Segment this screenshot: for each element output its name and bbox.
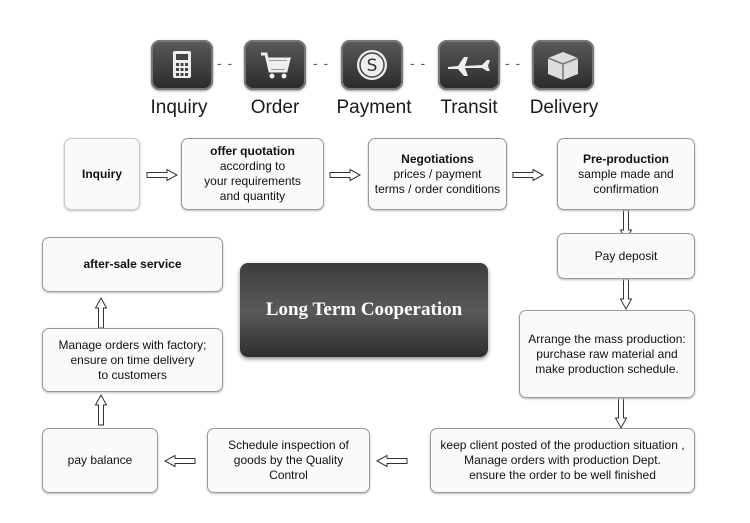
box-inspection-line1: Schedule inspection of <box>228 438 349 452</box>
box-preproduction-line1: sample made and <box>578 166 674 181</box>
arrow-down <box>615 397 627 429</box>
box-negotiations-line1: prices / payment <box>393 166 482 181</box>
box-negotiations-line2: terms / order conditions <box>374 181 501 196</box>
box-preproduction: Pre-production sample made and confirmat… <box>557 138 695 210</box>
box-mass-production: Arrange the mass production: purchase ra… <box>519 310 695 398</box>
step-label-payment: Payment <box>336 97 412 118</box>
separator: - - <box>217 55 234 71</box>
arrow-right <box>146 169 178 181</box>
box-manage-orders: Manage orders with factory; ensure on ti… <box>42 328 223 392</box>
dollar-coin-icon: S <box>341 40 403 90</box>
box-preproduction-line2: confirmation <box>593 181 659 196</box>
box-after-sale: after-sale service <box>42 237 223 292</box>
step-label-order: Order <box>250 97 300 118</box>
box-posted-line2: Manage orders with production Dept. <box>464 453 661 467</box>
box-quotation-title: offer quotation <box>210 144 295 158</box>
airplane-icon <box>438 40 500 90</box>
box-manage-line2: ensure on time delivery <box>70 352 195 367</box>
box-posted-line1: keep client posted of the production sit… <box>440 438 685 452</box>
box-quotation-line2: your requirements <box>204 174 301 188</box>
box-deposit-text: Pay deposit <box>594 248 658 263</box>
arrow-right <box>512 169 544 181</box>
box-manage-line3: to customers <box>98 367 167 382</box>
box-inquiry: Inquiry <box>64 138 140 210</box>
box-negotiations: Negotiations prices / payment terms / or… <box>368 138 507 210</box>
box-after-sale-text: after-sale service <box>83 257 182 271</box>
arrow-up <box>95 297 107 329</box>
separator: - - <box>313 55 330 71</box>
separator: - - <box>410 55 427 71</box>
box-inspection-line2: goods by the Quality <box>233 453 344 467</box>
box-inquiry-text: Inquiry <box>81 166 122 181</box>
box-manage-line1: Manage orders with factory; <box>58 337 207 352</box>
box-posted-line3: ensure the order to be well finished <box>469 468 656 482</box>
arrow-left <box>376 455 408 467</box>
box-quotation-line3: and quantity <box>219 189 286 203</box>
step-label-inquiry: Inquiry <box>150 97 208 118</box>
center-title: Long Term Cooperation <box>265 299 463 320</box>
box-balance: pay balance <box>42 428 158 493</box>
box-inspection-line3: Control <box>269 468 308 482</box>
box-balance-text: pay balance <box>67 453 133 467</box>
arrow-up <box>95 394 107 426</box>
box-quotation-line1: according to <box>219 159 286 173</box>
box-inspection: Schedule inspection of goods by the Qual… <box>207 428 370 493</box>
box-mass-line3: make production schedule. <box>535 361 679 376</box>
long-term-cooperation: Long Term Cooperation <box>240 263 488 357</box>
step-label-delivery: Delivery <box>529 97 599 118</box>
package-icon <box>532 40 594 90</box>
box-deposit: Pay deposit <box>557 233 695 279</box>
arrow-left <box>164 455 196 467</box>
box-mass-line1: Arrange the mass production: <box>528 331 686 346</box>
box-preproduction-title: Pre-production <box>583 151 669 166</box>
step-label-transit: Transit <box>440 97 498 118</box>
box-posted: keep client posted of the production sit… <box>430 428 695 493</box>
svg-text:S: S <box>367 56 378 76</box>
separator: - - <box>505 55 522 71</box>
calculator-icon <box>151 40 213 90</box>
box-quotation: offer quotation according to your requir… <box>181 138 324 210</box>
box-mass-line2: purchase raw material and <box>536 346 678 361</box>
shopping-cart-icon <box>244 40 306 90</box>
arrow-down <box>620 278 632 310</box>
arrow-right <box>329 169 361 181</box>
box-negotiations-title: Negotiations <box>401 151 474 166</box>
